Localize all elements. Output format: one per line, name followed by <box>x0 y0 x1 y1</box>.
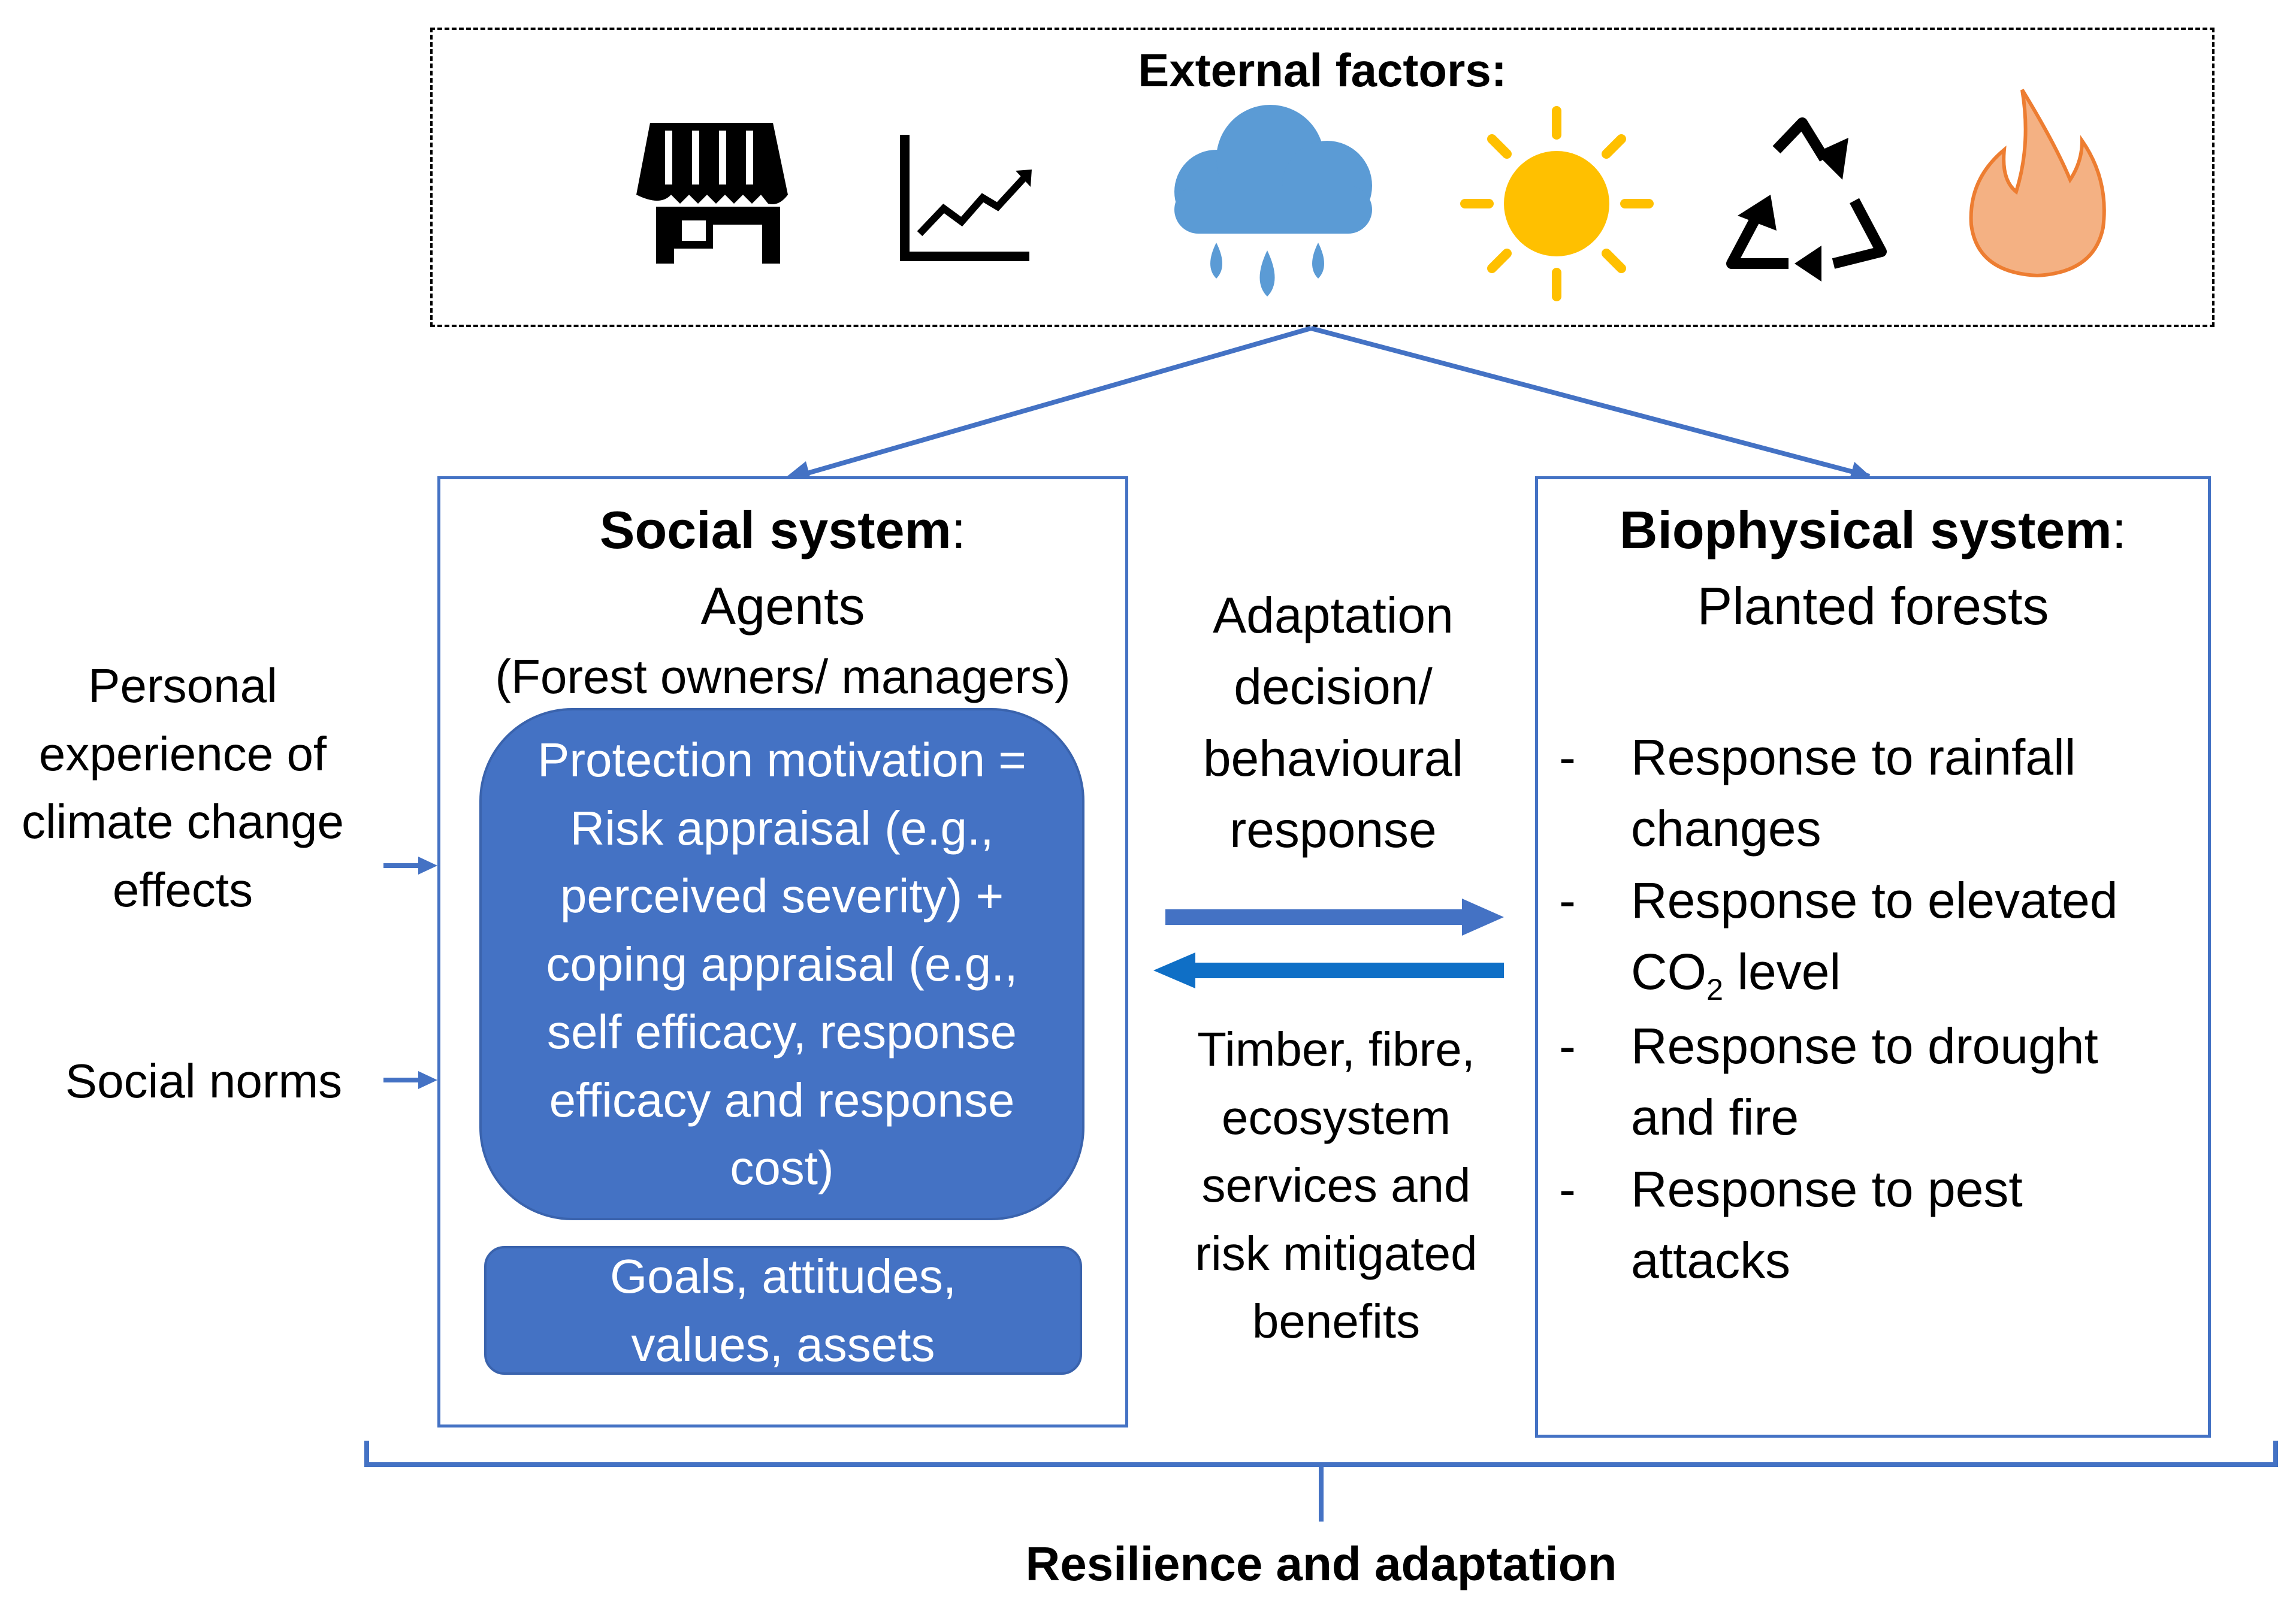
biophysical-system-box <box>1535 476 2211 1438</box>
benefits-label: Timber, fibre, ecosystem services and ri… <box>1195 1023 1478 1348</box>
bullet-dash: - <box>1559 1018 1576 1075</box>
protection-motivation-text: Protection motivation = Risk appraisal (… <box>537 733 1026 1195</box>
biophysical-system-title-colon: : <box>2111 500 2127 559</box>
response-text: Response to elevated CO2 level <box>1631 865 2194 1011</box>
biophysical-system-title: Biophysical system: <box>1535 496 2211 564</box>
biophysical-system-title-bold: Biophysical system <box>1619 500 2112 559</box>
response-item-pest: - Response to pest attacks <box>1559 1154 2194 1297</box>
social-system-subtitle: Agents <box>700 576 865 636</box>
response-text: Response to rainfall changes <box>1631 729 2076 857</box>
goals-text: Goals, attitudes, values, assets <box>609 1249 957 1371</box>
protection-motivation-box: Protection motivation = Risk appraisal (… <box>479 708 1084 1220</box>
personal-experience-label: Personal experience of climate change ef… <box>21 659 345 917</box>
bullet-dash: - <box>1559 1160 1576 1217</box>
adaptation-decision-label: Adaptation decision/ behavioural respons… <box>1203 587 1464 858</box>
co2-text-after: level <box>1723 943 1841 1000</box>
social-system-title-bold: Social system <box>599 500 951 559</box>
co2-text-before: Response to elevated CO <box>1631 872 2118 1000</box>
response-text: Response to drought and fire <box>1631 1018 2098 1146</box>
response-text: Response to pest attacks <box>1631 1160 2023 1289</box>
external-factors-title: External factors: <box>1138 44 1507 96</box>
resilience-label: Resilience and adaptation <box>1025 1537 1617 1590</box>
bullet-dash: - <box>1559 729 1576 785</box>
social-system-title-colon: : <box>951 500 966 559</box>
co2-subscript: 2 <box>1706 972 1724 1006</box>
biophysical-response-list: - Response to rainfall changes - Respons… <box>1559 722 2194 1296</box>
external-factors-box <box>430 28 2215 327</box>
response-item-drought: - Response to drought and fire <box>1559 1011 2194 1154</box>
goals-box: Goals, attitudes, values, assets <box>484 1246 1082 1375</box>
social-system-title: Social system: <box>437 496 1128 564</box>
social-norms-label: Social norms <box>65 1054 343 1108</box>
forest-owners-label: (Forest owners/ managers) <box>495 650 1071 703</box>
response-item-rainfall: - Response to rainfall changes <box>1559 722 2194 865</box>
response-item-co2: - Response to elevated CO2 level <box>1559 865 2194 1011</box>
bullet-dash: - <box>1559 872 1576 928</box>
biophysical-system-subtitle: Planted forests <box>1697 576 2049 636</box>
